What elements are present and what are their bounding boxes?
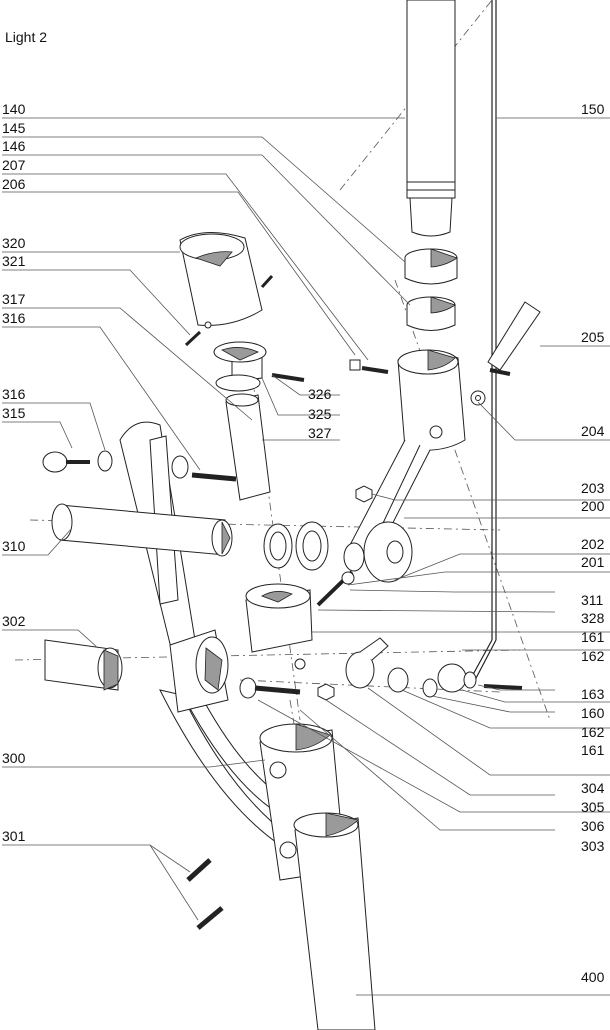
leader-lines	[2, 117, 610, 996]
callout-310: 310	[2, 538, 26, 554]
part-317-bolt	[191, 472, 237, 482]
callout-161-upper: 161	[581, 629, 605, 645]
part-203-nut	[355, 485, 373, 503]
part-327-shaft	[225, 393, 271, 501]
part-302-sleeve	[44, 639, 123, 691]
part-326-screw	[271, 359, 389, 382]
part-200-bracket	[349, 349, 466, 554]
part-204-washer	[470, 390, 486, 406]
callout-300: 300	[2, 750, 26, 766]
callout-317: 317	[2, 291, 26, 307]
callout-160: 160	[581, 705, 605, 721]
callout-161-lower: 161	[581, 742, 605, 758]
part-320-cap	[179, 231, 263, 329]
part-301-screw-a	[186, 858, 212, 882]
callout-303: 303	[581, 838, 605, 854]
callout-labels: 140 145 146 207 206 320 321 317 316 316 …	[2, 101, 605, 985]
part-306-pin	[239, 677, 301, 699]
callout-140: 140	[2, 101, 26, 117]
part-washer-ring-b	[295, 521, 329, 571]
callout-302: 302	[2, 613, 26, 629]
callout-145: 145	[2, 120, 26, 136]
callout-316-lower: 316	[2, 386, 26, 402]
callout-203: 203	[581, 480, 605, 496]
part-161-nut-small	[294, 658, 306, 670]
part-202-pivot-disc	[343, 521, 413, 583]
callout-327: 327	[308, 425, 332, 441]
part-300-hub	[169, 629, 229, 713]
part-150-rod	[469, 0, 497, 683]
callout-301: 301	[2, 828, 26, 844]
callout-202: 202	[581, 536, 605, 552]
part-160-knob	[437, 663, 523, 693]
part-321-screw	[184, 274, 274, 347]
part-140-upper-tube	[406, 0, 456, 237]
part-146-sleeve	[406, 296, 456, 331]
part-301-screw-b	[196, 906, 224, 930]
part-310-tube	[51, 503, 233, 557]
callout-321: 321	[2, 253, 26, 269]
part-washer-ring-a	[263, 523, 293, 569]
callout-162-lower: 162	[581, 724, 605, 740]
part-145-sleeve	[404, 248, 458, 285]
callout-150: 150	[581, 101, 605, 117]
callout-206: 206	[2, 176, 26, 192]
callout-304: 304	[581, 780, 605, 796]
diagram-title: Light 2	[5, 29, 47, 45]
part-400-lower-tube	[293, 812, 376, 1030]
part-315-eye-bolt	[42, 451, 90, 473]
part-305-nut	[317, 683, 335, 701]
part-161-collar	[245, 583, 313, 653]
callout-325: 325	[308, 406, 332, 422]
part-316-washer-left	[97, 450, 113, 472]
part-162-spacer	[387, 667, 438, 698]
callout-320: 320	[2, 235, 26, 251]
callout-400: 400	[581, 969, 605, 985]
callout-316-upper: 316	[2, 310, 26, 326]
part-205-lever	[487, 301, 541, 376]
part-325-bevel-gear	[213, 341, 267, 392]
callout-315: 315	[2, 405, 26, 421]
callout-146: 146	[2, 138, 26, 154]
part-328-screw	[316, 570, 355, 607]
callout-162-upper: 162	[581, 648, 605, 664]
callout-201: 201	[581, 554, 605, 570]
callout-311: 311	[581, 592, 604, 608]
callout-204: 204	[581, 423, 605, 439]
callout-200: 200	[581, 498, 605, 514]
callout-306: 306	[581, 818, 605, 834]
part-316-washer-right	[171, 455, 189, 479]
part-304-gear	[345, 637, 389, 689]
callout-305: 305	[581, 799, 605, 815]
callout-163: 163	[581, 686, 605, 702]
callout-207: 207	[2, 157, 26, 173]
callout-328: 328	[581, 610, 605, 626]
callout-205: 205	[581, 329, 605, 345]
callout-326: 326	[308, 386, 332, 402]
